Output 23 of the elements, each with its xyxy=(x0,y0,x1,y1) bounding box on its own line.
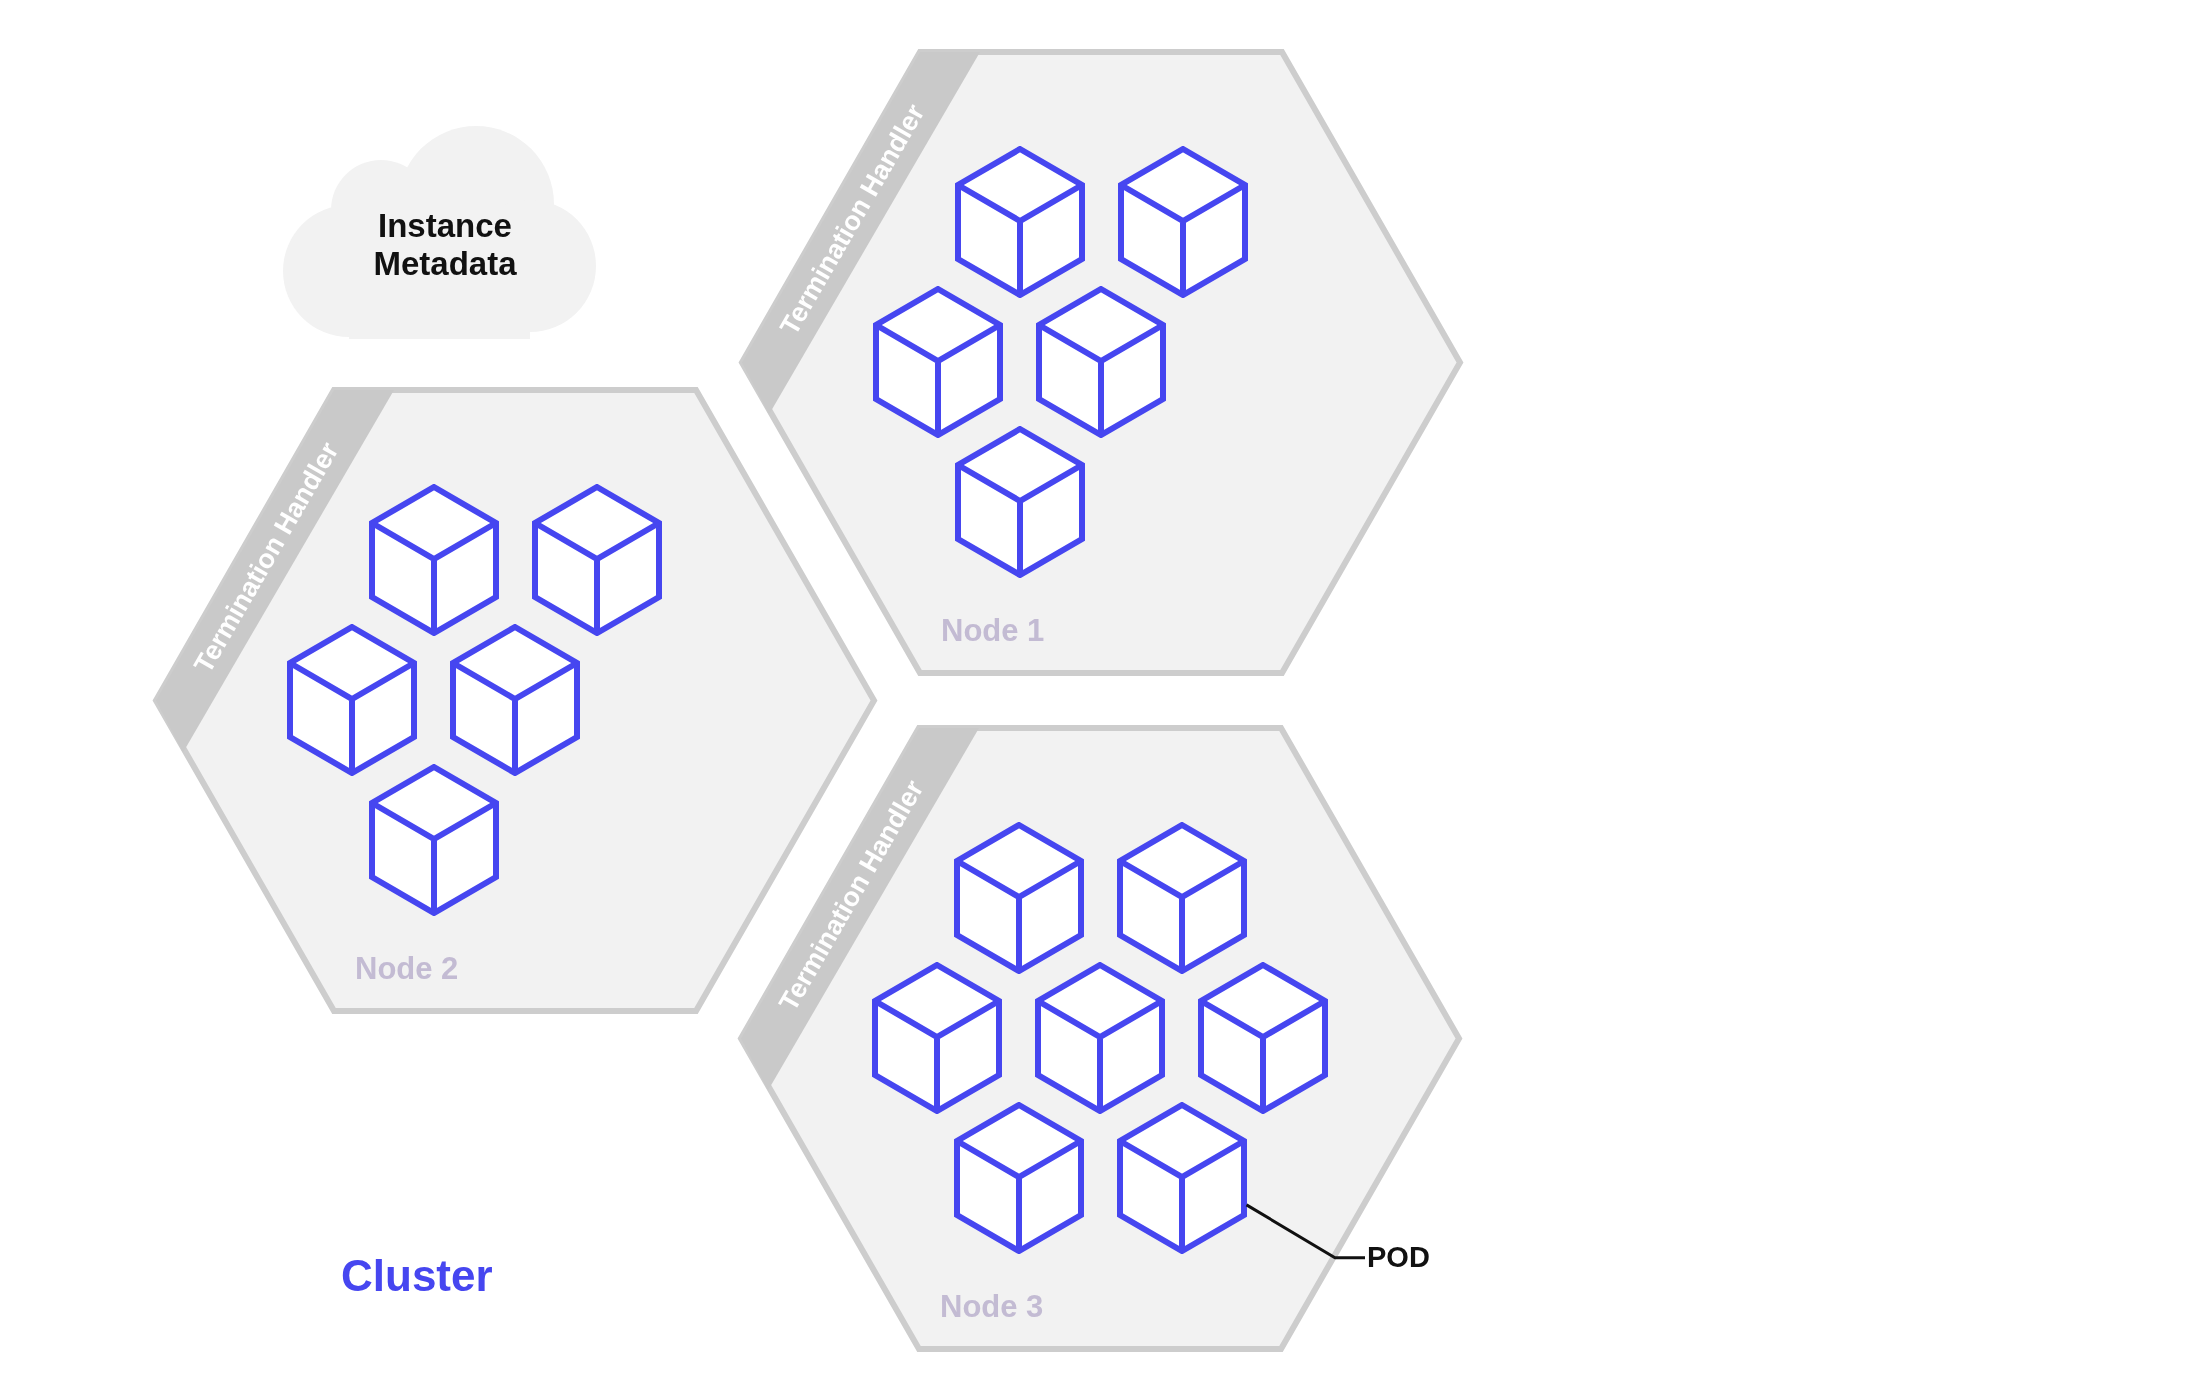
cloud-label: Instance Metadata xyxy=(372,207,518,283)
cube-icon xyxy=(872,961,1002,1114)
hexagon xyxy=(738,725,1462,1352)
cube-icon xyxy=(873,285,1003,438)
hexagon xyxy=(739,49,1463,676)
cube-icon xyxy=(368,483,499,636)
cube-icon xyxy=(368,763,499,916)
callout-label: POD xyxy=(1367,1241,1430,1275)
cube-icon xyxy=(287,623,417,776)
cube-icon xyxy=(450,623,580,776)
cube-icon xyxy=(1116,1101,1247,1254)
leader-line xyxy=(1245,1203,1365,1260)
cube-icon xyxy=(1116,821,1247,974)
cube-icon xyxy=(1035,961,1165,1114)
cube-icon xyxy=(953,821,1084,974)
cube-icon xyxy=(1036,285,1166,438)
cube-icon xyxy=(531,483,662,636)
cube-icon xyxy=(954,425,1085,578)
cluster-label: Cluster xyxy=(341,1251,493,1302)
cube-icon xyxy=(1198,961,1328,1114)
cube-icon xyxy=(954,145,1085,298)
cube-icon xyxy=(1117,145,1248,298)
cube-icon xyxy=(953,1101,1084,1254)
